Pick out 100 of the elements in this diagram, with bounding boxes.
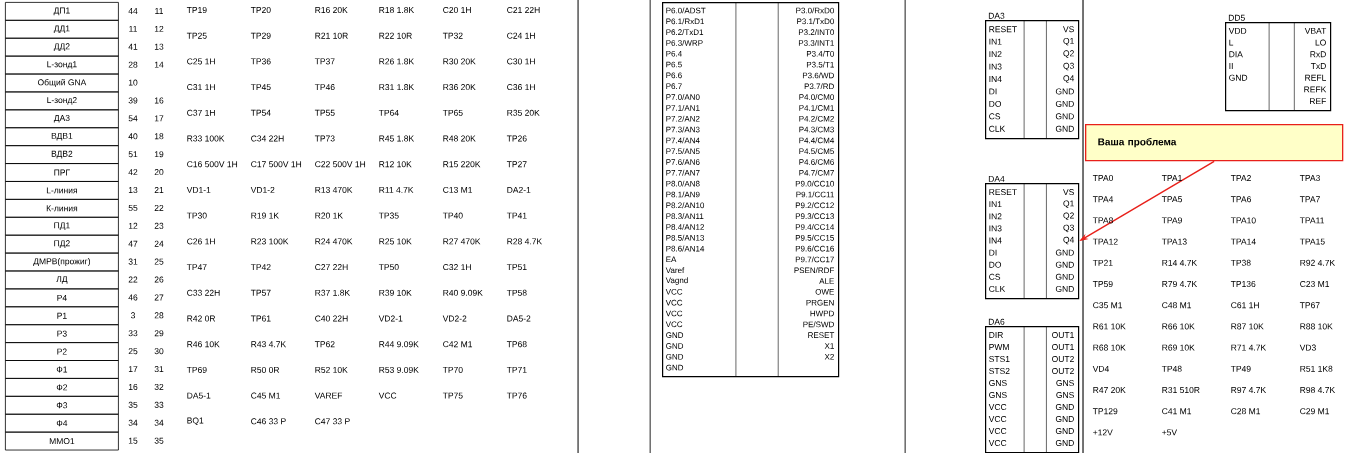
pin-number: 17 xyxy=(154,115,164,122)
component-label: TP61 xyxy=(250,315,271,322)
pin-number: 22 xyxy=(128,276,138,283)
component-label: C13 M1 xyxy=(443,186,473,193)
pin-label: P3.0/RxD0 xyxy=(796,7,834,14)
connector-label-box: Р1 xyxy=(5,306,119,326)
component-label: R14 4.7K xyxy=(1162,259,1198,266)
component-label: R33 100K xyxy=(187,135,225,142)
component-label: TPA8 xyxy=(1092,217,1113,224)
component-label: R22 10R xyxy=(379,32,412,39)
pin-label: P8.4/AN12 xyxy=(666,223,704,230)
component-label: R71 4.7K xyxy=(1231,344,1267,351)
component-label: C32 1H xyxy=(443,264,471,271)
component-label: VCC xyxy=(378,392,397,399)
component-label: R45 1.8K xyxy=(379,135,415,142)
pin-number: 27 xyxy=(154,294,164,301)
pin-number: 31 xyxy=(128,258,138,265)
component-label: R68 10K xyxy=(1093,344,1126,351)
pin-number: 40 xyxy=(128,133,138,140)
pin-label: GND xyxy=(666,332,684,338)
pin-label: HWPD xyxy=(810,310,834,317)
pin-label: DO xyxy=(989,261,1002,268)
pin-number: 47 xyxy=(128,240,138,247)
component-label: R27 470K xyxy=(443,238,481,245)
pin-label: DIA xyxy=(1229,51,1243,58)
pin-label: P9.4/CC14 xyxy=(795,223,835,230)
pin-number: 35 xyxy=(154,437,164,444)
component-label: C45 M1 xyxy=(251,392,281,399)
pin-label: OUT1 xyxy=(1052,332,1074,338)
pin-label: Q1 xyxy=(1063,37,1074,46)
pin-number: 39 xyxy=(128,97,138,104)
pin-number: 55 xyxy=(128,204,138,211)
component-label: TP73 xyxy=(314,135,335,142)
pin-label: GND xyxy=(1055,416,1074,422)
pin-number: 51 xyxy=(128,151,138,158)
pin-label: LO xyxy=(1315,39,1326,46)
pin-number: 13 xyxy=(154,43,164,50)
pin-label: Q4 xyxy=(1063,75,1075,83)
component-label: C25 1H xyxy=(187,58,215,65)
component-label: R18 1.8K xyxy=(379,7,415,13)
pin-label: GNS xyxy=(1056,392,1074,398)
component-label: R16 20K xyxy=(315,7,348,13)
pin-label: P7.6/AN6 xyxy=(666,159,700,165)
component-label: VAREF xyxy=(314,392,343,399)
component-label: TPA4 xyxy=(1092,196,1114,203)
component-label: C37 1H xyxy=(187,109,215,116)
pin-label: P9.5/CC15 xyxy=(795,234,834,241)
pin-label: P3.7/RD xyxy=(804,83,834,90)
pin-number: 22 xyxy=(154,204,164,211)
pin-label: DO xyxy=(989,100,1002,107)
component-label: TP30 xyxy=(186,212,207,219)
connector-label-box: ДД1 xyxy=(5,19,119,39)
component-label: TP35 xyxy=(378,212,399,219)
pin-number: 11 xyxy=(129,25,137,32)
pin-label: CLK xyxy=(989,125,1006,132)
pin-label: VS xyxy=(1063,189,1074,196)
component-label: C35 M1 xyxy=(1093,302,1123,309)
component-label: TP57 xyxy=(250,289,271,296)
pin-label: P8.6/AN14 xyxy=(666,245,705,252)
component-label: TP21 xyxy=(1092,259,1113,266)
pin-label: CS xyxy=(989,113,1001,120)
pin-label: GND xyxy=(1055,249,1074,256)
component-label: C40 22H xyxy=(315,315,348,322)
connector-label-box: ВДВ2 xyxy=(5,145,119,164)
pin-number: 11 xyxy=(155,8,163,14)
pin-label: P9.7/CC17 xyxy=(795,256,834,263)
pin-label: IN4 xyxy=(989,237,1002,244)
pin-number: 29 xyxy=(154,330,164,337)
pin-label: P6.1/RxD1 xyxy=(666,18,704,25)
component-label: R25 10K xyxy=(379,238,412,245)
pin-label: P8.5/AN13 xyxy=(666,234,705,241)
pin-label: ALE xyxy=(819,278,834,284)
pin-label: RESET xyxy=(989,26,1017,33)
pin-label: P7.5/AN5 xyxy=(666,148,700,155)
pin-label: IN1 xyxy=(989,201,1002,208)
component-label: R48 20K xyxy=(443,135,476,142)
component-label: VD2-2 xyxy=(442,315,467,322)
component-label: TP71 xyxy=(506,367,527,373)
component-label: TPA6 xyxy=(1230,196,1251,203)
connector-label-box: ДП1 xyxy=(5,2,119,21)
pin-number: 41 xyxy=(128,43,138,50)
pin-label: VCC xyxy=(665,321,683,328)
chip-designator: DA3 xyxy=(988,12,1005,19)
component-label: TP136 xyxy=(1230,281,1256,287)
component-label: DA5-1 xyxy=(187,392,211,399)
pin-number: 12 xyxy=(154,25,164,32)
pin-label: CLK xyxy=(989,285,1006,292)
pin-number: 25 xyxy=(154,258,164,265)
pin-label: P6.3/WRP xyxy=(666,39,703,46)
component-label: C20 1H xyxy=(443,7,471,13)
component-label: R24 470K xyxy=(315,238,353,245)
pin-label: GND xyxy=(1055,404,1074,410)
pin-label: GNS xyxy=(989,380,1007,386)
component-label: C42 M1 xyxy=(443,341,473,348)
component-label: TP64 xyxy=(378,109,399,116)
component-label: DA5-2 xyxy=(507,315,531,322)
component-label: TP41 xyxy=(506,212,527,219)
pin-label: GND xyxy=(666,364,684,371)
connector-label-box: Ф2 xyxy=(5,378,119,397)
connector-label-box: Р3 xyxy=(5,324,119,343)
